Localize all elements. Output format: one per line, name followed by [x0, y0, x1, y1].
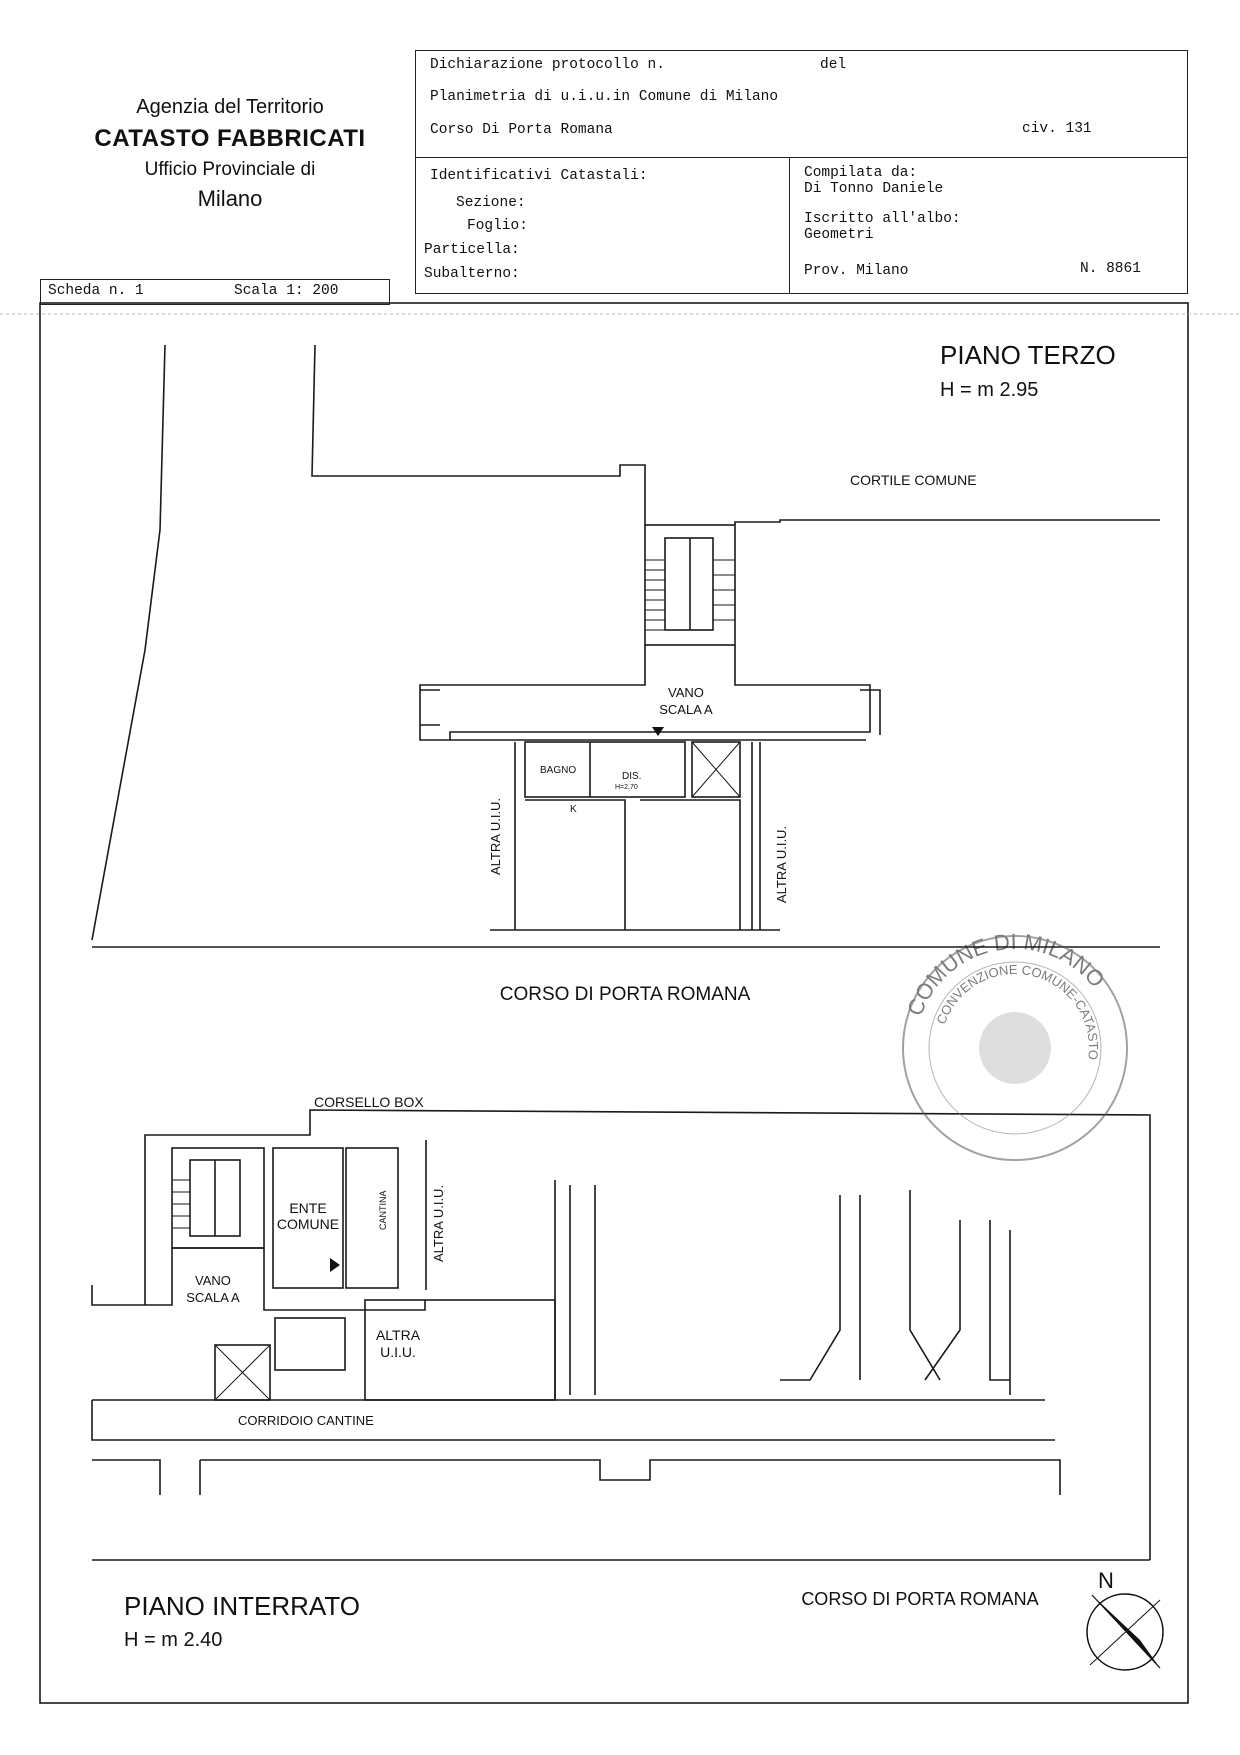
plan-piano-terzo — [91, 344, 1160, 948]
del-label: del — [820, 57, 847, 73]
catasto-title: CATASTO FABBRICATI — [94, 125, 366, 152]
street-label-top: CORSO DI PORTA ROMANA — [500, 984, 751, 1005]
identificativi-label: Identificativi Catastali: — [430, 168, 648, 184]
vano-scala-bottom-line2: SCALA A — [186, 1290, 240, 1305]
ente-comune-line1: ENTE — [289, 1200, 326, 1216]
header-box — [415, 50, 1188, 294]
sezione-label: Sezione: — [456, 195, 526, 211]
agency-name: Agenzia del Territorio — [136, 96, 324, 118]
bagno-label: BAGNO — [540, 765, 576, 776]
albo-value: Geometri — [804, 227, 874, 243]
cantina-label: CANTINA — [378, 1190, 388, 1230]
piano-terzo-title: PIANO TERZO — [940, 340, 1116, 370]
plan-piano-interrato — [91, 1109, 1151, 1561]
tecnico-name: Di Tonno Daniele — [804, 181, 944, 197]
scheda-box — [40, 279, 390, 305]
k-label: K — [570, 804, 577, 815]
albo-number: N. 8861 — [1080, 261, 1141, 277]
street-label-bottom: CORSO DI PORTA ROMANA — [801, 1589, 1038, 1609]
piano-interrato-title: PIANO INTERRATO — [124, 1591, 360, 1621]
ufficio-label: Ufficio Provinciale di — [144, 159, 316, 180]
ente-comune-line2: COMUNE — [277, 1216, 339, 1232]
cortile-label: CORTILE COMUNE — [850, 472, 977, 488]
scheda-label: Scheda n. 1 — [48, 283, 144, 299]
vano-scala-top-line2: SCALA A — [659, 702, 713, 717]
particella-label: Particella: — [424, 242, 520, 258]
piano-terzo-height: H = m 2.95 — [940, 379, 1038, 401]
vano-scala-bottom-line1: VANO — [195, 1273, 231, 1288]
address-label: Corso Di Porta Romana — [430, 122, 613, 138]
foglio-label: Foglio: — [467, 218, 528, 234]
altra-uiu-vertical: ALTRA U.I.U. — [431, 1185, 446, 1262]
piano-interrato-height: H = m 2.40 — [124, 1629, 222, 1651]
dis-label: DIS. — [622, 771, 641, 782]
header-divider-v — [789, 157, 790, 294]
scala-label: Scala 1: 200 — [234, 283, 339, 299]
compass-north-label: N — [1098, 1568, 1114, 1593]
dis-height: H=2.70 — [615, 784, 638, 791]
compilata-label: Compilata da: — [804, 165, 918, 181]
ufficio-city: Milano — [197, 186, 263, 211]
provincia-label: Prov. Milano — [804, 263, 909, 279]
iscritto-label: Iscritto all'albo: — [804, 211, 961, 227]
corsello-label: CORSELLO BOX — [314, 1094, 424, 1110]
comune-stamp: COMUNE DI MILANO CONVENZIONE COMUNE-CATA… — [902, 929, 1128, 1161]
planimetria-label: Planimetria di u.i.u.in Comune di Milano — [430, 89, 779, 105]
corridoio-label: CORRIDOIO CANTINE — [238, 1413, 374, 1428]
altra-uiu-right: ALTRA U.I.U. — [774, 826, 789, 903]
civic-number: civ. 131 — [1022, 121, 1092, 137]
altra-uiu-left: ALTRA U.I.U. — [488, 798, 503, 875]
header-divider-h — [415, 157, 1188, 158]
altra-uiu-bottom-line1: ALTRA — [376, 1327, 421, 1343]
dichiarazione-label: Dichiarazione protocollo n. — [430, 57, 665, 73]
altra-uiu-bottom-line2: U.I.U. — [380, 1344, 416, 1360]
north-compass-icon: N — [1086, 1568, 1164, 1671]
subalterno-label: Subalterno: — [424, 266, 520, 282]
sheet-frame — [39, 302, 1189, 1704]
vano-scala-top-line1: VANO — [668, 685, 704, 700]
